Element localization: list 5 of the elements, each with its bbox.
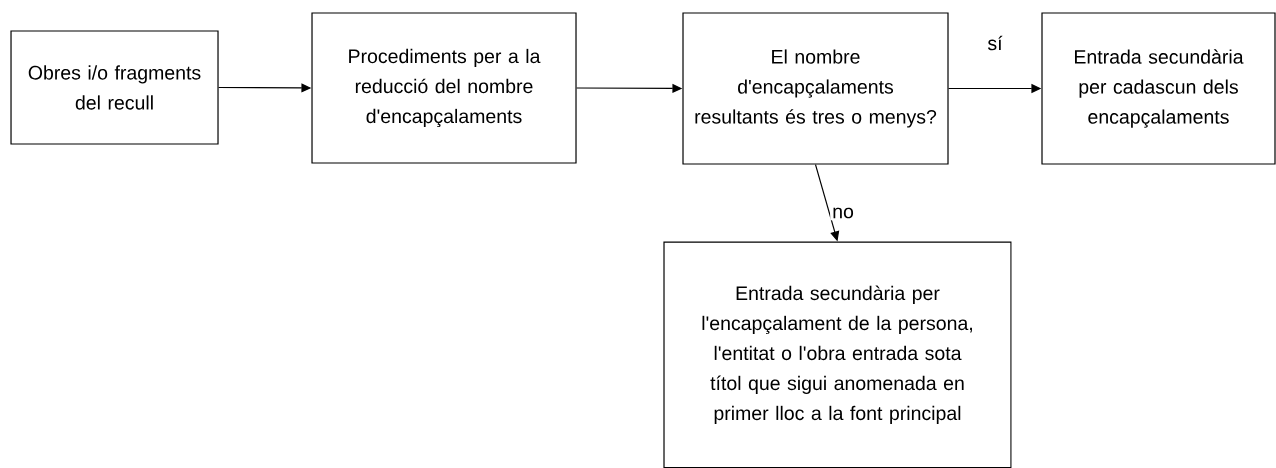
process-box: Entrada secundària per l'encapçalament de la persona, l'entitat o l'obra entrada sota títol que sigui anomenada en primer lloc a la font principal <box>663 241 1012 468</box>
process-box: El nombre d'encapçalaments resultants és tres o menys? <box>682 12 949 165</box>
process-box: Procediments per a la reducció del nombre d'encapçalaments <box>311 12 577 164</box>
process-box: Entrada secundària per cadascun dels encapçalaments <box>1041 12 1276 165</box>
process-box: Obres i/o fragments del recull <box>10 30 219 145</box>
